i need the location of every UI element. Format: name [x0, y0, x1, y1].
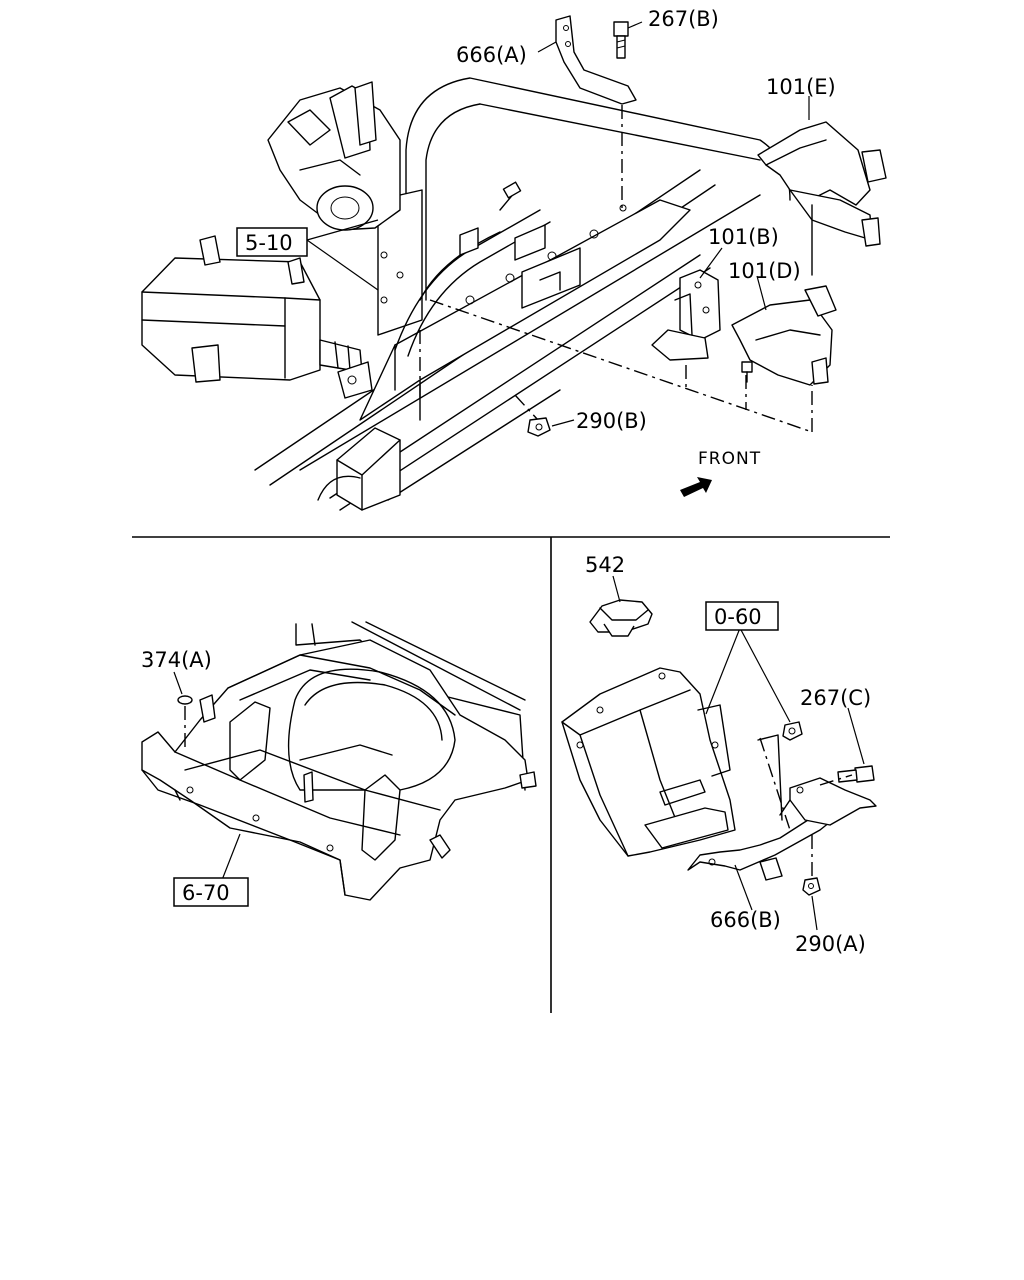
label-267b: 267(B) [648, 7, 719, 31]
ecu-bracket-illustration [561, 599, 877, 896]
label-290b: 290(B) [576, 409, 647, 433]
label-542: 542 [585, 553, 625, 577]
label-6-70: 6-70 [182, 881, 230, 905]
label-101b: 101(B) [708, 225, 779, 249]
frame-assembly-illustration [141, 15, 887, 511]
label-374a: 374(A) [141, 648, 212, 672]
ref-box-5-10 [236, 227, 308, 257]
label-5-10: 5-10 [245, 231, 293, 255]
front-arrow-icon [680, 477, 712, 497]
label-267c: 267(C) [800, 686, 871, 710]
label-666a: 666(A) [456, 43, 527, 67]
label-290a: 290(A) [795, 932, 866, 956]
label-101d: 101(D) [728, 259, 801, 283]
ref-box-0-60 [705, 601, 779, 631]
label-101e: 101(E) [766, 75, 836, 99]
label-front: FRONT [698, 449, 761, 469]
ref-box-6-70 [173, 877, 249, 907]
label-666b: 666(B) [710, 908, 781, 932]
floor-panel-illustration [141, 621, 537, 901]
label-0-60: 0-60 [714, 605, 762, 629]
grommet-374a [177, 695, 193, 705]
